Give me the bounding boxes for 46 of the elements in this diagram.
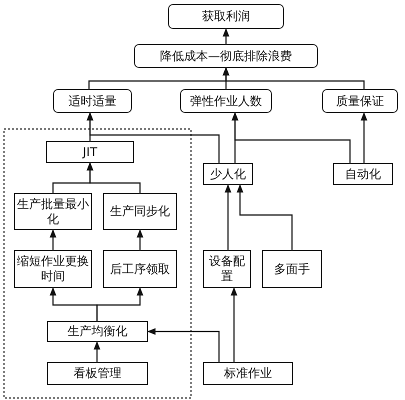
process-box xyxy=(203,362,293,385)
arrow xyxy=(360,112,368,163)
arrow xyxy=(224,184,232,250)
box-label: 质量保证 xyxy=(336,94,384,108)
arrow xyxy=(147,328,220,362)
process-box xyxy=(180,89,272,113)
arrow xyxy=(86,112,220,163)
process-box xyxy=(47,362,148,385)
process-box xyxy=(322,89,398,113)
process-box xyxy=(53,89,132,113)
box-label: 降低成本—彻底排除浪费 xyxy=(160,48,292,64)
box-label: JIT xyxy=(82,144,98,160)
box-label: 多面手 xyxy=(274,262,310,276)
process-box xyxy=(47,321,148,342)
box-label: 生产批量最小化 xyxy=(16,196,90,226)
arrow xyxy=(230,287,238,362)
arrow xyxy=(222,28,230,44)
box-label: 适时适量 xyxy=(68,94,116,108)
box-label: 看板管理 xyxy=(74,366,122,381)
process-box xyxy=(203,250,251,288)
arrow xyxy=(232,112,351,163)
process-box xyxy=(134,44,318,68)
box-label: 设备配置 xyxy=(208,254,246,284)
box-label: 后工序领取 xyxy=(110,262,170,276)
process-box xyxy=(103,193,177,230)
process-box xyxy=(46,141,134,163)
arrow xyxy=(136,229,144,250)
arrow xyxy=(86,162,141,193)
arrow xyxy=(236,184,293,250)
box-label: 生产均衡化 xyxy=(68,324,128,339)
box-label: 获取利润 xyxy=(202,9,250,24)
process-box xyxy=(333,163,393,185)
box-label: 标准作业 xyxy=(224,366,272,381)
box-label: 自动化 xyxy=(345,166,381,182)
process-box xyxy=(203,163,253,185)
box-label: 生产同步化 xyxy=(110,204,170,219)
box-label: 少人化 xyxy=(210,166,246,182)
arrow xyxy=(94,341,100,362)
box-label: 弹性作业人数 xyxy=(190,94,262,108)
arrow xyxy=(96,287,144,321)
arrow xyxy=(222,67,365,89)
arrow xyxy=(50,229,56,250)
process-box xyxy=(168,4,284,29)
box-label: 缩短作业更换时间 xyxy=(16,254,90,284)
process-box xyxy=(262,250,322,288)
process-box xyxy=(103,250,177,288)
